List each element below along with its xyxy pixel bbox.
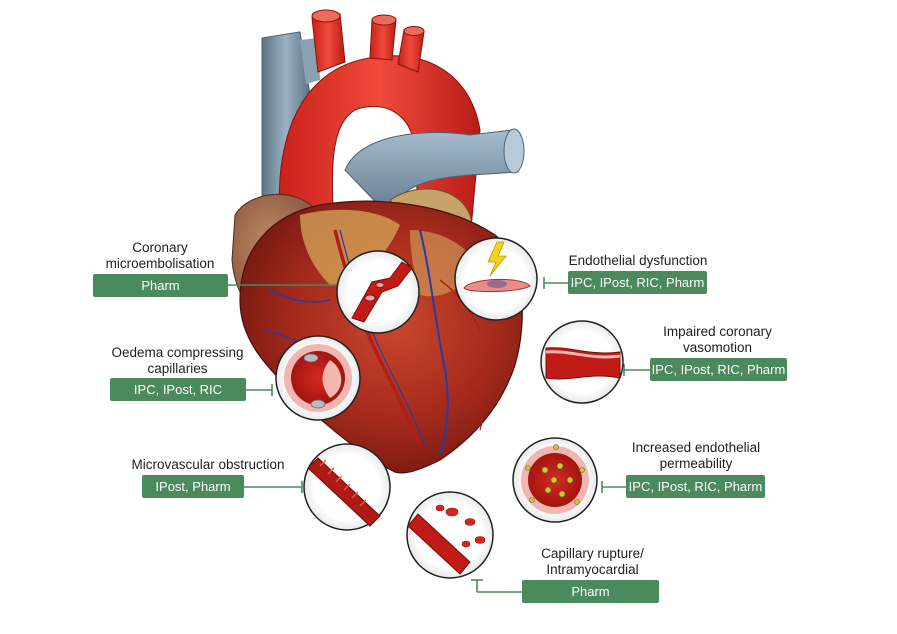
coronary-vasomotion-box: IPC, IPost, RIC, Pharm bbox=[650, 358, 787, 381]
capillary-rupture-box: Pharm bbox=[522, 580, 659, 603]
coronary-microembolisation-label: Coronary microembolisation bbox=[105, 240, 215, 271]
microvascular-obstruction-label: Microvascular obstruction bbox=[131, 457, 285, 472]
oedema-capillaries-icon bbox=[275, 335, 361, 421]
endothelial-permeability-box: IPC, IPost, RIC, Pharm bbox=[626, 475, 765, 498]
endothelial-permeability-icon bbox=[512, 437, 598, 523]
endothelial-dysfunction-box: IPC, IPost, RIC, Pharm bbox=[568, 271, 707, 294]
coronary-microembolisation-box: Pharm bbox=[93, 274, 228, 297]
oedema-capillaries-box: IPC, IPost, RIC bbox=[110, 378, 246, 401]
microvascular-obstruction-icon bbox=[303, 443, 391, 531]
endothelial-permeability-label: Increased endothelial permeability bbox=[631, 440, 761, 471]
coronary-microembolisation-icon bbox=[336, 250, 420, 334]
capillary-rupture-icon bbox=[406, 491, 494, 579]
endothelial-dysfunction-icon bbox=[454, 237, 538, 321]
coronary-vasomotion-icon bbox=[540, 320, 624, 404]
microvascular-obstruction-box: IPost, Pharm bbox=[142, 475, 244, 498]
oedema-capillaries-label: Oedema compressing capillaries bbox=[111, 345, 244, 376]
coronary-vasomotion-label: Impaired coronary vasomotion bbox=[663, 324, 772, 355]
endothelial-dysfunction-label: Endothelial dysfunction bbox=[568, 253, 708, 268]
